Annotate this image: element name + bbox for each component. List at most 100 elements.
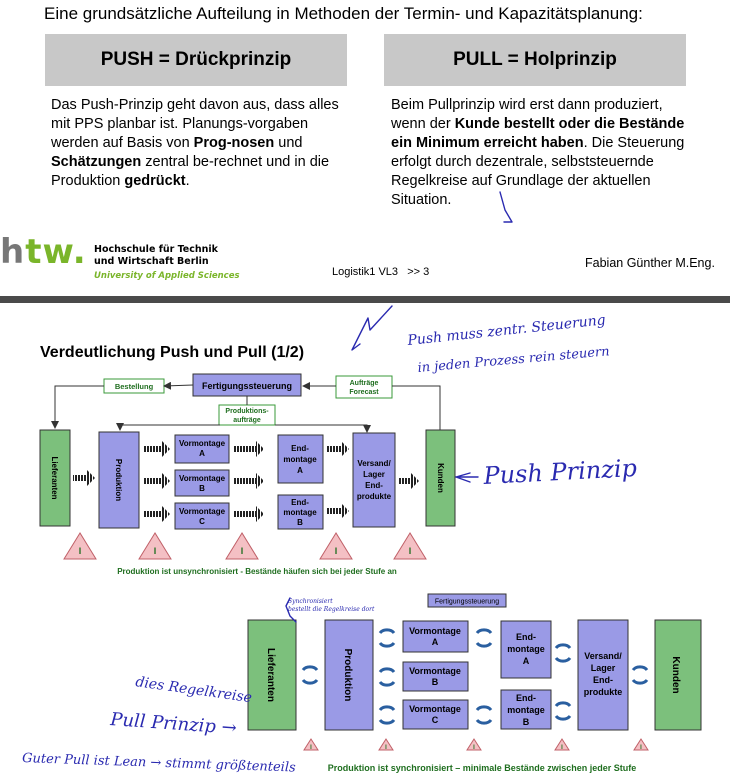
pull-vormontage-a-box [402, 620, 469, 653]
push-vormontage-c-label-2: C [199, 517, 205, 526]
pull-lieferanten-box [247, 619, 297, 731]
inventory-label: I [310, 745, 312, 751]
inventory-label: I [79, 546, 82, 556]
inventory-label: I [241, 546, 244, 556]
slide2-title: Verdeutlichung Push und Pull (1/2) [40, 344, 305, 361]
push-bestellung-label: Bestellung [115, 382, 154, 391]
push-vormontage-b-box [174, 469, 230, 497]
handwritten-note-small-1: Synchronisiert [288, 598, 333, 605]
push-vormontage-a-label-1: Vormontage [179, 439, 226, 448]
push-connectors [51, 381, 441, 433]
slide-divider [0, 296, 730, 303]
logo-dot: . [72, 232, 87, 272]
logo-text: Hochschule für Technik und Wirtschaft Be… [94, 244, 240, 282]
push-versand-label-3: End- [365, 481, 383, 490]
push-arrow [144, 441, 170, 457]
push-arrow [234, 473, 264, 489]
push-vormontage-c-box [174, 502, 230, 530]
cycle-icon [378, 705, 396, 725]
handwritten-push-label: Push Prinzip [482, 454, 638, 490]
pull-versand-label-4: produkte [584, 687, 623, 697]
push-endmontage-b-box [277, 494, 324, 530]
inventory-triangle [303, 738, 319, 751]
push-vormontage-c-label-1: Vormontage [179, 507, 226, 516]
slide-footer: Logistik1 VL3 >> 3 [332, 266, 430, 278]
push-endmontage-a-label-2: montage [283, 455, 317, 464]
pull-endmontage-b-label-3: B [523, 717, 530, 727]
inventory-triangle [554, 738, 570, 751]
push-arrow [234, 506, 264, 522]
push-arrow [234, 441, 264, 457]
push-vormontage-a-label-2: A [199, 449, 205, 458]
pull-versand-box [577, 619, 629, 731]
push-auftraege-box [335, 375, 393, 399]
push-endmontage-a-label-3: A [297, 466, 303, 475]
push-lieferanten-label: Lieferanten [50, 456, 59, 499]
push-auftraege-label-2: Forecast [349, 389, 379, 396]
pull-endmontage-b-label-2: montage [507, 705, 545, 715]
pull-bold-1: Kunde bestellt oder die Bestände ein Min… [391, 116, 685, 151]
pull-vormontage-c-label-2: C [432, 715, 439, 725]
push-description: Das Push-Prinzip geht davon aus, dass al… [51, 96, 343, 191]
pull-kunden-label: Kunden [670, 656, 681, 693]
pull-vormontage-a-label-1: Vormontage [409, 626, 461, 636]
pull-vormontage-b-box [402, 661, 469, 692]
handwritten-arrow [455, 472, 479, 483]
handwritten-bottom-note: Guter Pull ist Lean → stimmt größtenteil… [22, 751, 296, 776]
pull-produktion-box [324, 619, 374, 731]
pull-diagram: Fertigungssteuerung Lieferanten Produkti… [247, 593, 702, 773]
intro-text: Eine grundsätzliche Aufteilung in Method… [44, 4, 643, 23]
push-endmontage-a-label-1: End- [291, 444, 309, 453]
pull-description: Beim Pullprinzip wird erst dann produzie… [391, 96, 691, 210]
pull-inventory-triangles: I I I I I [303, 738, 649, 751]
pull-versand-label-2: Lager [591, 663, 616, 673]
pull-endmontage-a-label-1: End- [516, 632, 536, 642]
pull-kunden-box [654, 619, 702, 731]
push-text-2: und [274, 135, 303, 151]
inventory-label: I [154, 546, 157, 556]
handwritten-note-top-2: in jeden Prozess rein steuern [417, 344, 610, 376]
pull-cycle-arrows [301, 628, 649, 725]
inventory-triangle [378, 738, 394, 751]
pull-vormontage-b-label-2: B [432, 677, 439, 687]
pull-endmontage-b-box [500, 689, 552, 730]
push-endmontage-b-label-2: montage [283, 508, 317, 517]
push-lieferanten-box [39, 429, 71, 527]
push-arrow [399, 473, 419, 489]
inventory-label: I [385, 745, 387, 751]
push-bold-1: Prog-nosen [193, 135, 275, 151]
pull-vormontage-c-label-1: Vormontage [409, 704, 461, 714]
pull-vormontage-b-label-1: Vormontage [409, 666, 461, 676]
push-bold-3: gedrückt [124, 173, 186, 189]
inventory-triangle [138, 532, 172, 560]
inventory-triangle [466, 738, 482, 751]
inventory-triangle [319, 532, 353, 560]
push-bold-2: Schätzungen [51, 154, 142, 170]
push-vormontage-a-box [174, 434, 230, 464]
pull-caption: Produktion ist synchronisiert – minimale… [328, 763, 637, 773]
inventory-triangle [225, 532, 259, 560]
pull-endmontage-a-label-3: A [523, 656, 530, 666]
pull-versand-label-1: Versand/ [584, 651, 622, 661]
push-produktion-box [98, 431, 140, 529]
push-arrow [327, 503, 349, 519]
inventory-label: I [561, 745, 563, 751]
pull-lieferanten-label: Lieferanten [265, 648, 276, 702]
push-text-3: zentral be-rechnet und in die Produktion [51, 154, 330, 189]
push-arrow [327, 441, 349, 457]
push-text-4: . [185, 173, 190, 189]
cycle-icon [475, 705, 493, 725]
inventory-label: I [335, 546, 338, 556]
push-arrow [73, 470, 95, 486]
push-vormontage-b-label-1: Vormontage [179, 474, 226, 483]
inventory-label: I [409, 546, 412, 556]
htw-logo: htw. [0, 232, 87, 272]
push-arrow [144, 473, 170, 489]
pull-fertigungssteuerung-box [427, 593, 507, 608]
handwritten-pull-label: Pull Prinzip → [109, 709, 238, 739]
pull-fertigungssteuerung-label: Fertigungssteuerung [435, 599, 499, 606]
cycle-icon [378, 628, 396, 648]
push-kunden-box [425, 429, 456, 527]
push-produktionsauftraege-label-1: Produktions- [225, 408, 269, 415]
pull-vormontage-a-label-2: A [432, 637, 439, 647]
